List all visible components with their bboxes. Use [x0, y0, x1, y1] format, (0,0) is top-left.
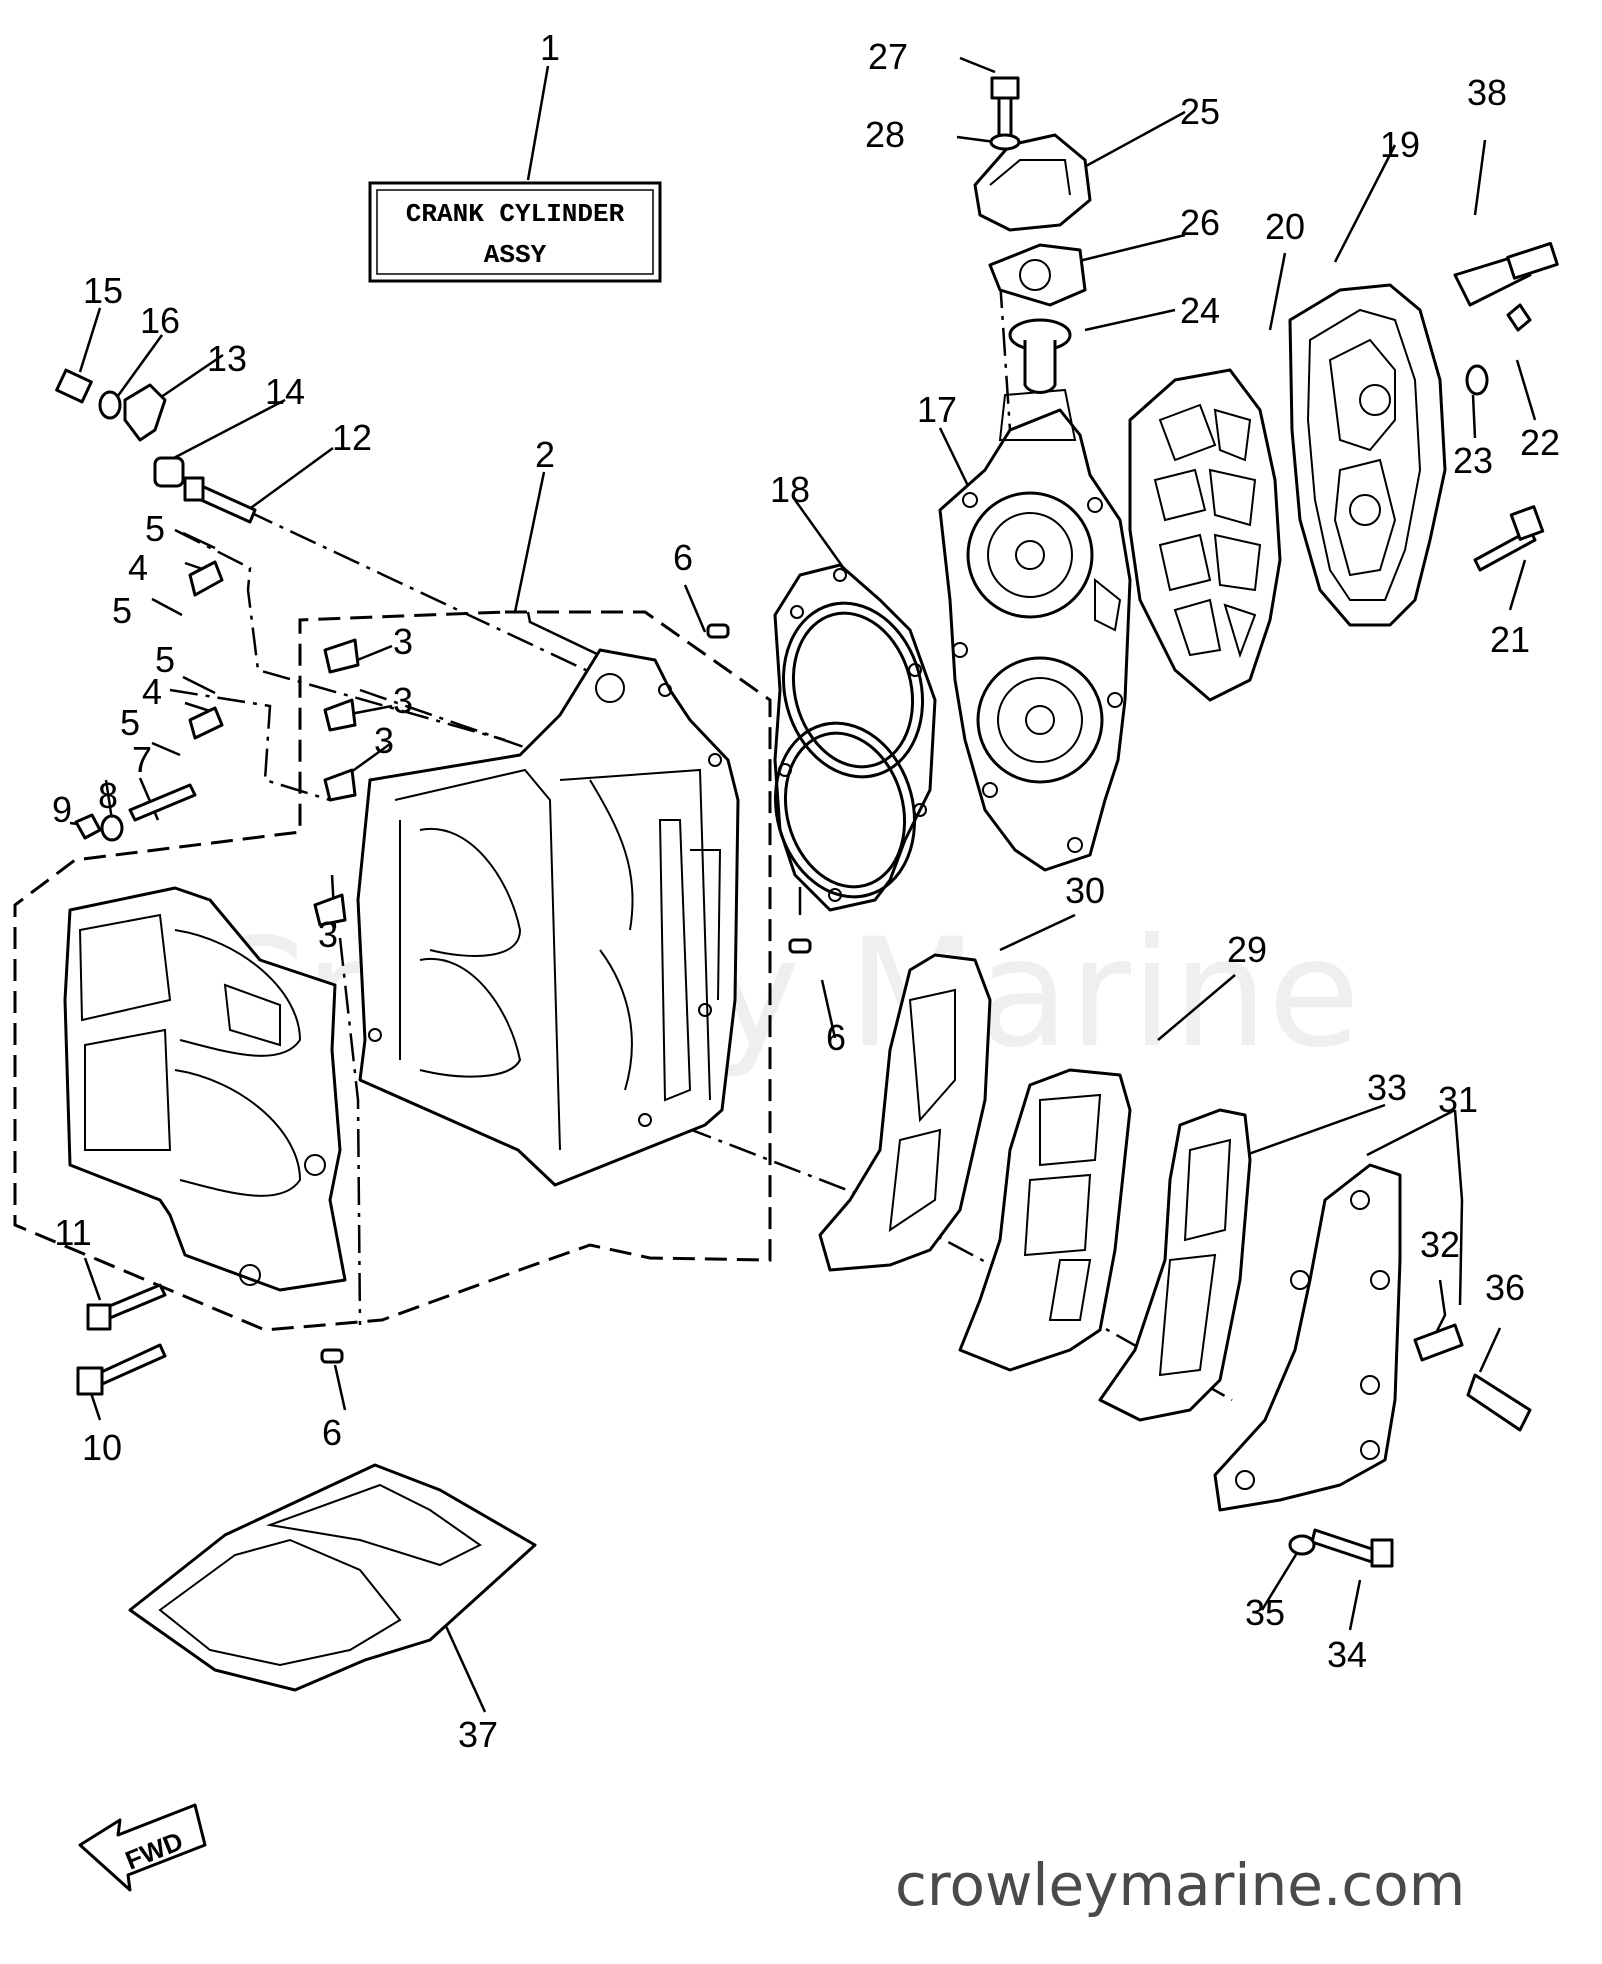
head-gasket	[773, 563, 937, 912]
callout-23: 23	[1453, 440, 1493, 481]
website-label: crowleymarine.com	[895, 1851, 1465, 1919]
title-box: CRANK CYLINDER ASSY	[368, 181, 662, 283]
callout-31: 31	[1438, 1079, 1478, 1120]
thermostat-gasket	[988, 243, 1087, 307]
callout-5: 5	[112, 590, 132, 631]
callout-2: 2	[535, 434, 555, 475]
cover-gasket	[1128, 368, 1282, 702]
callout-21: 21	[1490, 619, 1530, 660]
cylinder-head	[938, 388, 1132, 872]
callout-16: 16	[140, 300, 180, 341]
exhaust-outer-gasket	[818, 953, 992, 1272]
callout-28: 28	[865, 114, 905, 155]
callout-13: 13	[207, 338, 247, 379]
callout-18: 18	[770, 469, 810, 510]
exhaust-inner-cover	[958, 1068, 1132, 1372]
callout-36: 36	[1485, 1267, 1525, 1308]
callout-1: 1	[540, 27, 560, 68]
callout-33: 33	[1367, 1067, 1407, 1108]
callout-4: 4	[128, 547, 148, 588]
callout-6: 6	[826, 1017, 846, 1058]
callout-12: 12	[332, 417, 372, 458]
callout-14: 14	[265, 371, 305, 412]
thermostat	[1008, 318, 1072, 394]
callout-10: 10	[82, 1427, 122, 1468]
callout-25: 25	[1180, 91, 1220, 132]
title-box-line2: ASSY	[484, 240, 547, 270]
cylinder-head-cover	[1288, 283, 1447, 627]
exhaust-gasket	[1098, 1108, 1252, 1422]
callout-5: 5	[145, 508, 165, 549]
title-box-line1: CRANK CYLINDER	[406, 199, 625, 229]
fasteners	[55, 76, 1559, 1568]
callout-24: 24	[1180, 290, 1220, 331]
callout-3: 3	[374, 720, 394, 761]
leader-lines	[69, 56, 1537, 1713]
forward-direction-arrow: FWD	[78, 1803, 207, 1892]
exhaust-outer-cover	[1213, 1163, 1402, 1512]
crankcase-assy-outline	[13, 610, 772, 1332]
callout-5: 5	[120, 702, 140, 743]
callout-34: 34	[1327, 1634, 1367, 1675]
crankcase-block	[356, 648, 740, 1187]
callout-9: 9	[52, 789, 72, 830]
callout-22: 22	[1520, 422, 1560, 463]
callout-30: 30	[1065, 870, 1105, 911]
callout-6: 6	[322, 1412, 342, 1453]
callout-15: 15	[83, 270, 123, 311]
callout-3: 3	[393, 621, 413, 662]
callout-7: 7	[132, 739, 152, 780]
callout-6: 6	[673, 537, 693, 578]
callout-19: 19	[1380, 124, 1420, 165]
callout-3: 3	[393, 680, 413, 721]
callout-labels: 1 2 3 3 3 3 4 4 5 5 5 5 6 6 6 7 8 9 10 1…	[52, 27, 1560, 1755]
callout-8: 8	[98, 775, 118, 816]
base-gasket	[128, 1463, 537, 1692]
callout-38: 38	[1467, 72, 1507, 113]
thermostat-cover	[973, 133, 1092, 232]
callout-35: 35	[1245, 1592, 1285, 1633]
callout-4: 4	[142, 671, 162, 712]
callout-11: 11	[54, 1212, 91, 1253]
callout-32: 32	[1420, 1224, 1460, 1265]
callout-27: 27	[868, 36, 908, 77]
crankcase-front-half	[63, 886, 347, 1292]
callout-17: 17	[917, 389, 957, 430]
callout-20: 20	[1265, 206, 1305, 247]
callout-26: 26	[1180, 202, 1220, 243]
callout-3: 3	[318, 914, 338, 955]
callout-29: 29	[1227, 929, 1267, 970]
callout-5: 5	[155, 639, 175, 680]
callout-37: 37	[458, 1714, 498, 1755]
